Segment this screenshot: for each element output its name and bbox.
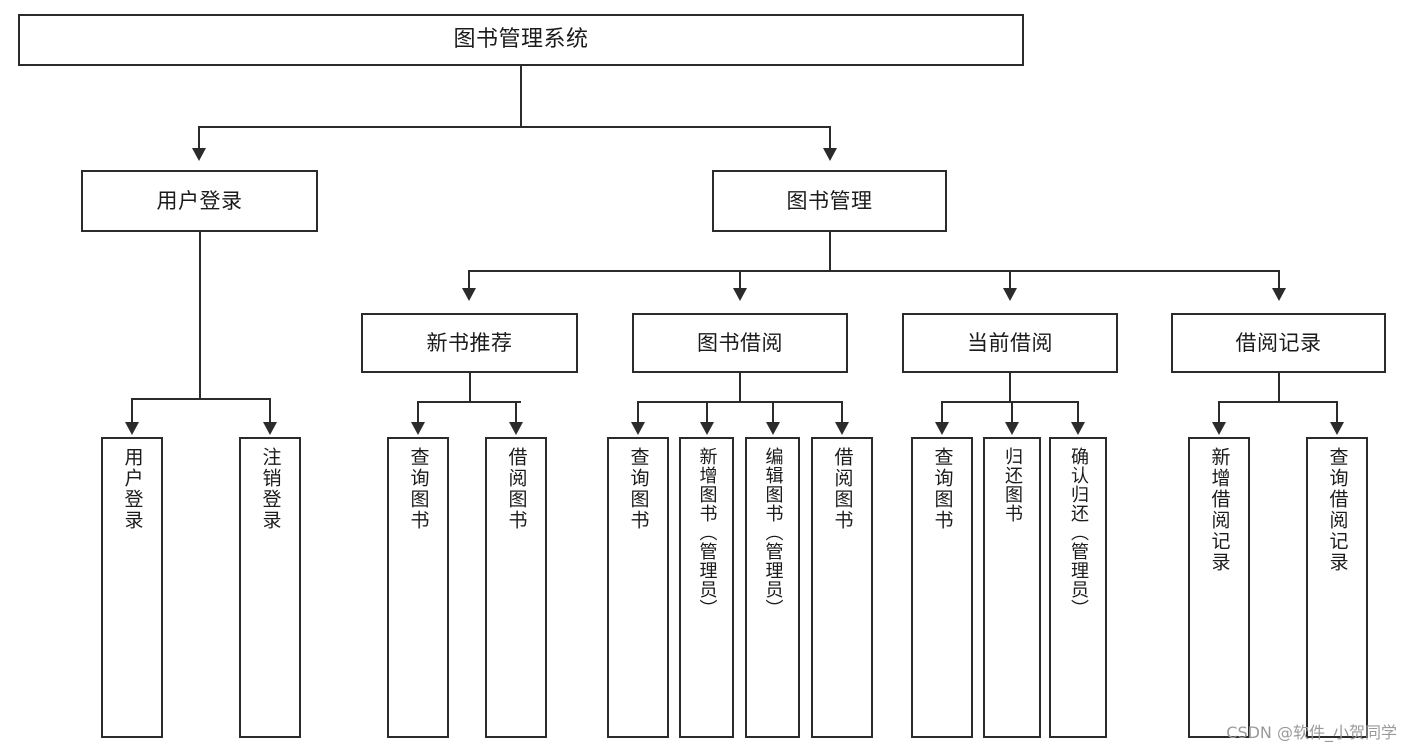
connector-book-mgmt-drop-3 [1009, 270, 1011, 290]
connector-borrow-drop-2 [706, 401, 708, 424]
node-label: 用户登录 [156, 188, 243, 213]
node-label: 用户登录 [121, 447, 144, 531]
node-label: 借阅记录 [1235, 330, 1322, 355]
node-book-management[interactable]: 图书管理 [712, 170, 947, 232]
node-book-borrow[interactable]: 图书借阅 [632, 313, 848, 373]
connector-recommend-drop-2 [515, 401, 517, 424]
leaf-query-books-recommend[interactable]: 查询图书 [387, 437, 449, 738]
arrow-recommend-leaf-2 [509, 422, 523, 435]
connector-book-mgmt-stem [829, 232, 831, 272]
connector-current-bus [941, 401, 1078, 403]
arrow-record-leaf-2 [1330, 422, 1344, 435]
leaf-add-borrow-record[interactable]: 新增借阅记录 [1188, 437, 1250, 738]
connector-user-login-stem [199, 232, 201, 400]
node-label: 借阅图书 [831, 447, 854, 531]
arrow-root-to-book-mgmt [823, 148, 837, 161]
node-label: 查询借阅记录 [1326, 447, 1349, 573]
connector-book-mgmt-drop-1 [468, 270, 470, 290]
connector-current-stem [1009, 373, 1011, 403]
connector-record-drop-1 [1218, 401, 1220, 424]
node-current-borrow[interactable]: 当前借阅 [902, 313, 1118, 373]
node-label: 新增借阅记录 [1208, 447, 1231, 573]
node-label: 图书借阅 [697, 330, 783, 355]
node-label: 图书管理 [786, 188, 873, 213]
node-user-login[interactable]: 用户登录 [81, 170, 318, 232]
connector-user-login-drop-2 [269, 398, 271, 424]
leaf-confirm-return-admin[interactable]: 确认归还（管理员） [1049, 437, 1107, 738]
arrow-borrow-leaf-4 [835, 422, 849, 435]
connector-record-bus [1218, 401, 1338, 403]
node-label: 归还图书 [1002, 447, 1023, 523]
node-root-library-management-system[interactable]: 图书管理系统 [18, 14, 1024, 66]
node-label: 当前借阅 [967, 330, 1053, 355]
connector-record-drop-2 [1336, 401, 1338, 424]
node-borrow-record[interactable]: 借阅记录 [1171, 313, 1386, 373]
node-label: 注销登录 [259, 447, 282, 531]
connector-root-to-user-login [198, 126, 200, 148]
node-label: 新书推荐 [426, 330, 513, 355]
arrow-root-to-user-login [192, 148, 206, 161]
leaf-query-books-current[interactable]: 查询图书 [911, 437, 973, 738]
connector-root-to-book-mgmt [829, 126, 831, 148]
node-label: 新增图书（管理员） [696, 447, 718, 618]
connector-recommend-bus [417, 401, 521, 403]
leaf-borrow-books[interactable]: 借阅图书 [811, 437, 873, 738]
connector-book-mgmt-drop-2 [739, 270, 741, 290]
arrow-borrow-leaf-1 [631, 422, 645, 435]
connector-borrow-bus [637, 401, 843, 403]
leaf-user-login[interactable]: 用户登录 [101, 437, 163, 738]
connector-borrow-drop-1 [637, 401, 639, 424]
connector-current-drop-2 [1011, 401, 1013, 424]
arrow-book-mgmt-to-record [1272, 288, 1286, 301]
arrow-current-leaf-2 [1005, 422, 1019, 435]
arrow-current-leaf-3 [1071, 422, 1085, 435]
connector-root-bus [198, 126, 830, 128]
node-label: 确认归还（管理员） [1068, 447, 1089, 618]
leaf-query-books-borrow[interactable]: 查询图书 [607, 437, 669, 738]
csdn-watermark: CSDN @软件_小贺同学 [1226, 723, 1397, 742]
arrow-book-mgmt-to-borrow [733, 288, 747, 301]
node-new-book-recommend[interactable]: 新书推荐 [361, 313, 578, 373]
node-label: 图书管理系统 [453, 27, 589, 53]
arrow-user-login-leaf-1 [125, 422, 139, 435]
connector-user-login-drop-1 [131, 398, 133, 424]
connector-current-drop-3 [1077, 401, 1079, 424]
node-label: 查询图书 [407, 447, 430, 531]
arrow-current-leaf-1 [935, 422, 949, 435]
arrow-borrow-leaf-2 [700, 422, 714, 435]
node-label: 查询图书 [931, 447, 954, 531]
arrow-user-login-leaf-2 [263, 422, 277, 435]
arrow-borrow-leaf-3 [766, 422, 780, 435]
connector-borrow-stem [739, 373, 741, 403]
arrow-book-mgmt-to-current [1003, 288, 1017, 301]
arrow-record-leaf-1 [1212, 422, 1226, 435]
connector-root-stem [520, 66, 522, 128]
connector-book-mgmt-drop-4 [1278, 270, 1280, 290]
leaf-return-books[interactable]: 归还图书 [983, 437, 1041, 738]
leaf-borrow-books-recommend[interactable]: 借阅图书 [485, 437, 547, 738]
arrow-book-mgmt-to-recommend [462, 288, 476, 301]
leaf-query-borrow-record[interactable]: 查询借阅记录 [1306, 437, 1368, 738]
node-label: 编辑图书（管理员） [762, 447, 784, 618]
connector-book-mgmt-bus [468, 270, 1279, 272]
node-label: 借阅图书 [505, 447, 528, 531]
leaf-edit-book-admin[interactable]: 编辑图书（管理员） [745, 437, 800, 738]
node-label: 查询图书 [627, 447, 650, 531]
connector-current-drop-1 [941, 401, 943, 424]
leaf-logout-login[interactable]: 注销登录 [239, 437, 301, 738]
connector-user-login-bus [131, 398, 270, 400]
connector-borrow-drop-4 [841, 401, 843, 424]
arrow-recommend-leaf-1 [411, 422, 425, 435]
connector-record-stem [1278, 373, 1280, 403]
leaf-add-book-admin[interactable]: 新增图书（管理员） [679, 437, 734, 738]
connector-recommend-stem [469, 373, 471, 403]
connector-borrow-drop-3 [772, 401, 774, 424]
connector-recommend-drop-1 [417, 401, 419, 424]
